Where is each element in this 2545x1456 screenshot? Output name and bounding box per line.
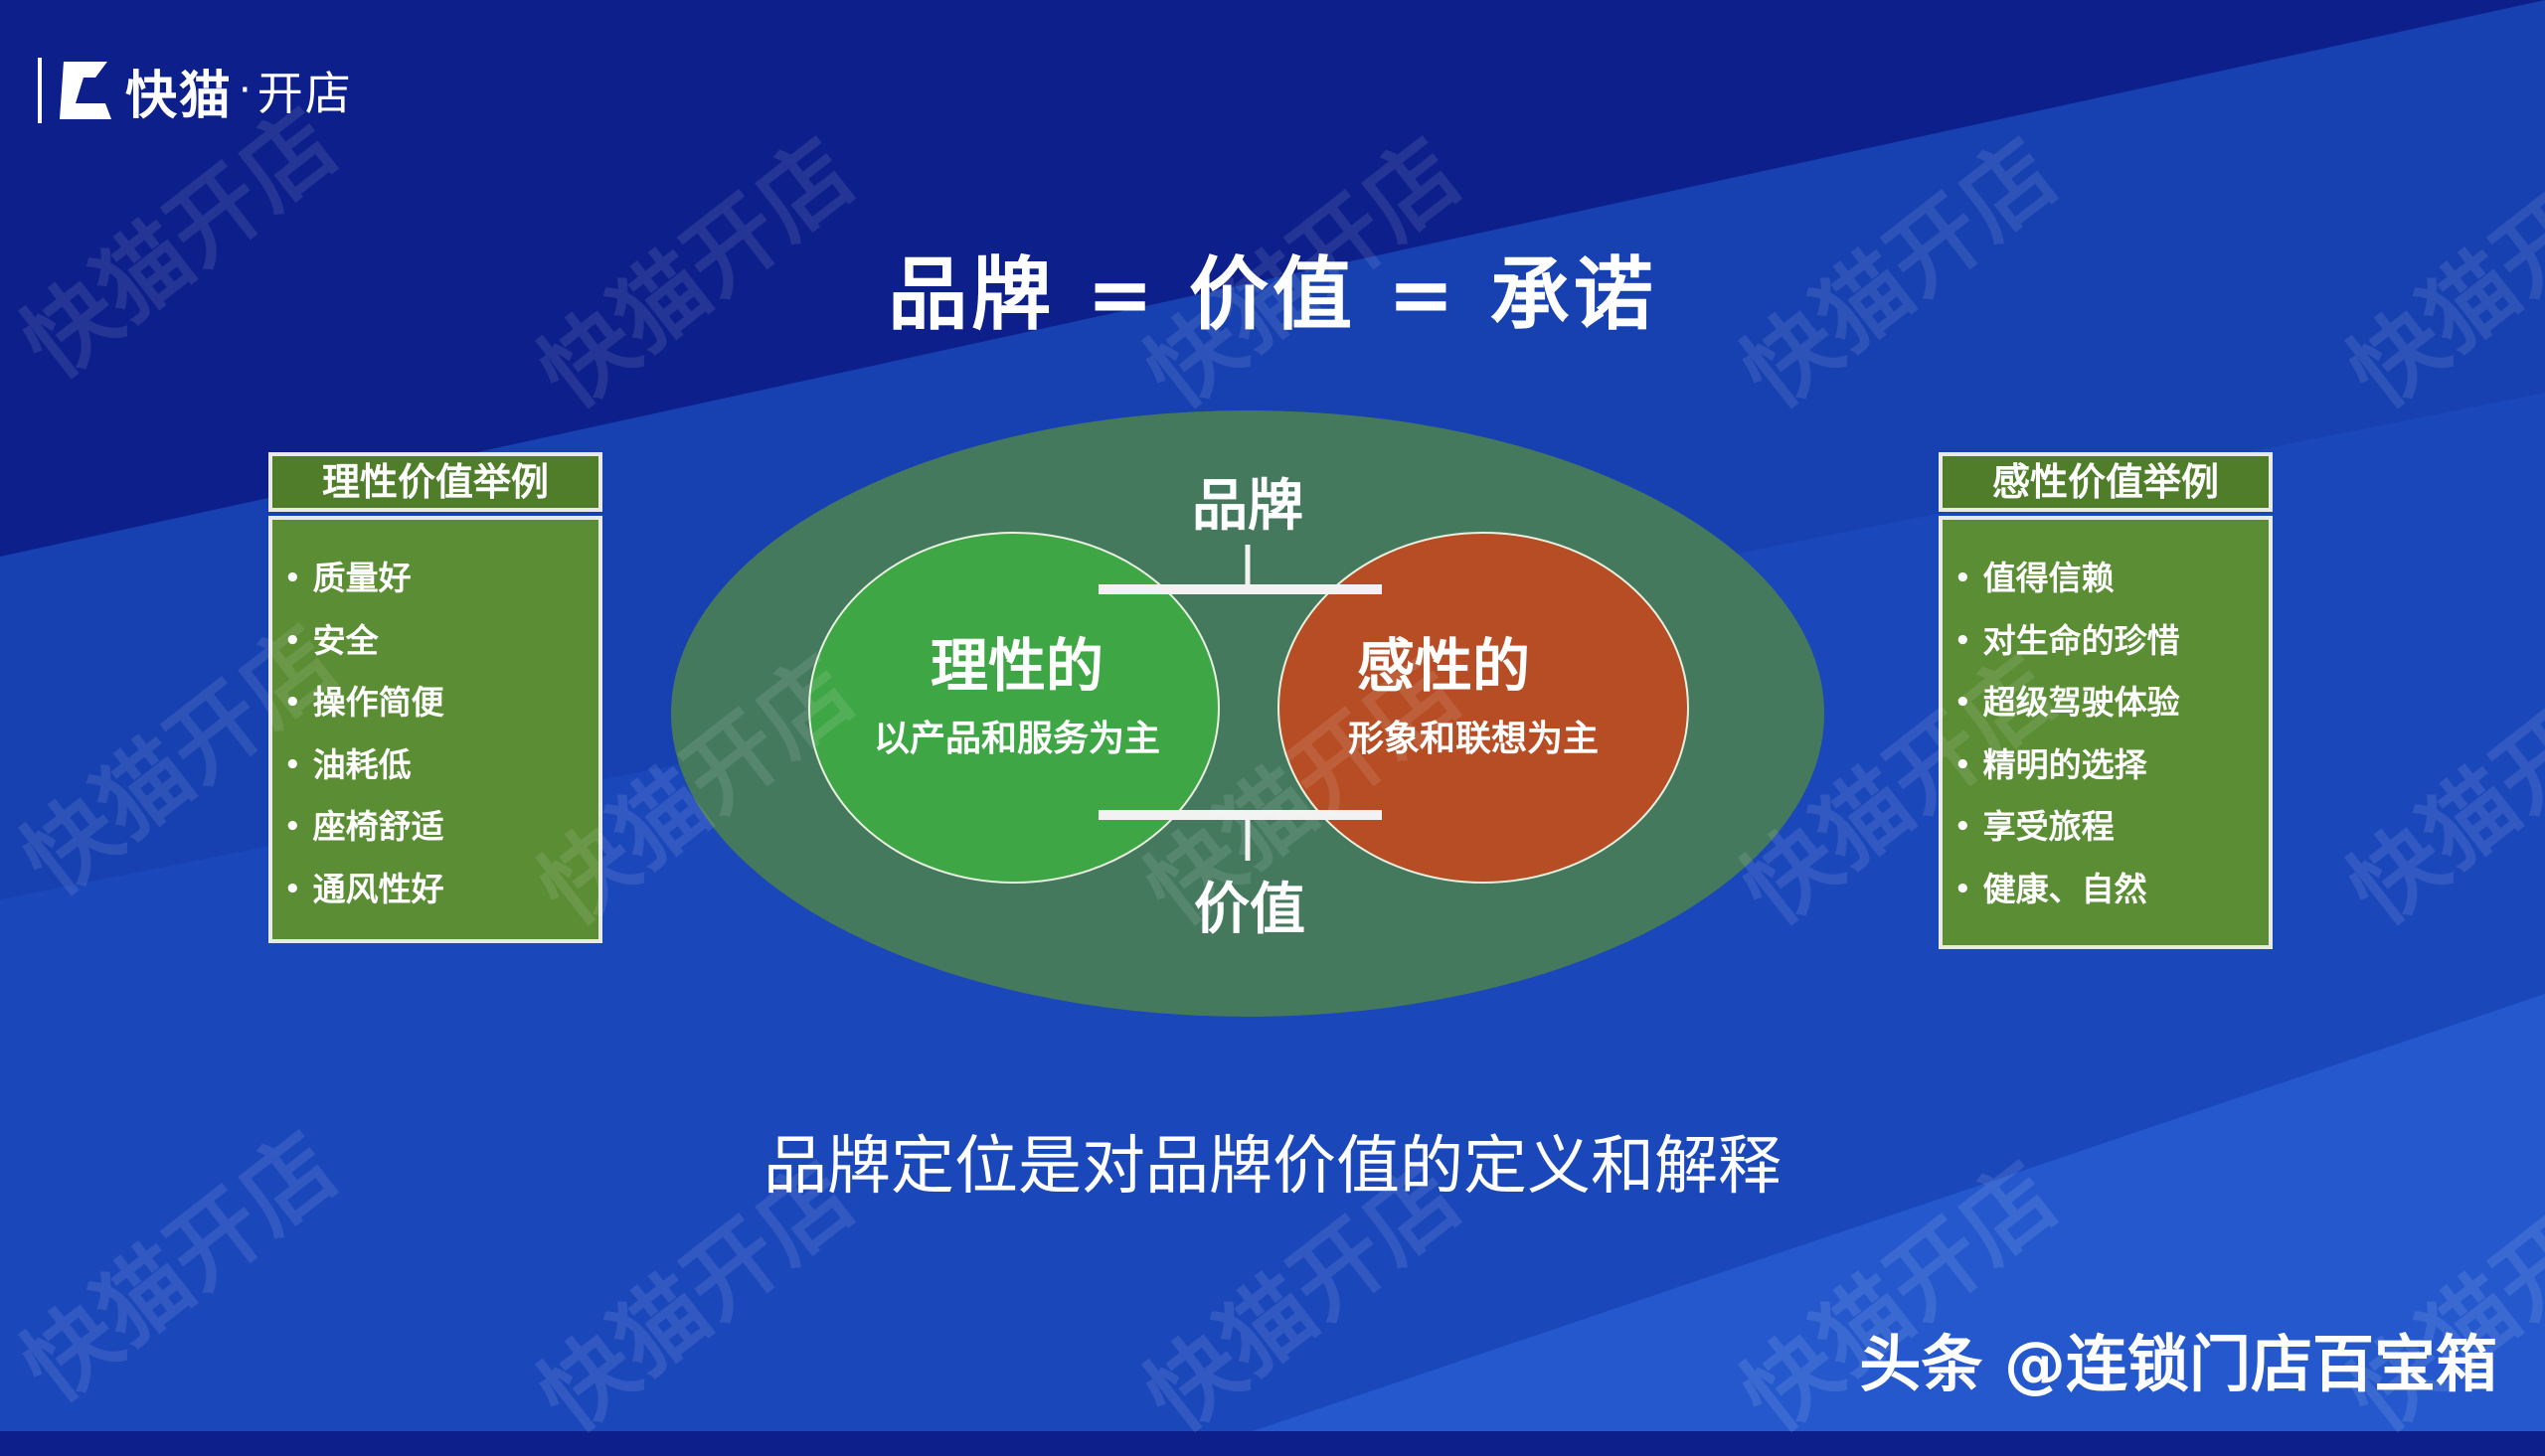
list-item: 油耗低 <box>284 734 598 797</box>
logo-separator: · <box>239 68 252 113</box>
source-credit: 头条 @连锁门店百宝箱 <box>1859 1328 2497 1400</box>
emotional-value-panel: 感性价值举例 值得信赖 对生命的珍惜 超级驾驶体验 精明的选择 享受旅程 健康、… <box>1939 452 2273 949</box>
rational-value-panel: 理性价值举例 质量好 安全 操作简便 油耗低 座椅舒适 通风性好 <box>268 452 602 943</box>
emotional-subtitle: 形象和联想为主 <box>1348 719 1599 759</box>
kuaimao-logo-icon <box>60 62 111 119</box>
list-item: 精明的选择 <box>1954 734 2269 797</box>
logo-divider <box>38 58 42 123</box>
emotional-panel-body: 值得信赖 对生命的珍惜 超级驾驶体验 精明的选择 享受旅程 健康、自然 <box>1939 516 2273 949</box>
slide-caption: 品牌定位是对品牌价值的定义和解释 <box>764 1130 1782 1204</box>
emotional-circle <box>1277 532 1689 884</box>
logo-brand-text: 快猫 <box>125 66 234 126</box>
list-item: 对生命的珍惜 <box>1954 610 2269 673</box>
list-item: 座椅舒适 <box>284 796 598 859</box>
list-item: 享受旅程 <box>1954 796 2269 859</box>
rational-title: 理性的 <box>931 632 1103 700</box>
value-label: 价值 <box>1194 878 1305 942</box>
rational-panel-body: 质量好 安全 操作简便 油耗低 座椅舒适 通风性好 <box>268 516 602 943</box>
list-item: 通风性好 <box>284 859 598 921</box>
list-item: 超级驾驶体验 <box>1954 672 2269 734</box>
brand-logo: 快猫 · 开店 <box>38 56 353 126</box>
rational-panel-header: 理性价值举例 <box>268 452 602 512</box>
emotional-value-list: 值得信赖 对生命的珍惜 超级驾驶体验 精明的选择 享受旅程 健康、自然 <box>1954 548 2269 920</box>
list-item: 操作简便 <box>284 672 598 734</box>
page-title: 品牌 = 价值 = 承诺 <box>888 248 1657 341</box>
logo-sub-text: 开店 <box>256 67 353 120</box>
list-item: 健康、自然 <box>1954 859 2269 921</box>
rational-circle <box>808 532 1220 884</box>
rational-subtitle: 以产品和服务为主 <box>874 719 1160 759</box>
emotional-panel-header: 感性价值举例 <box>1939 452 2273 512</box>
brand-label: 品牌 <box>1192 474 1303 539</box>
list-item: 安全 <box>284 610 598 673</box>
list-item: 质量好 <box>284 548 598 610</box>
list-item: 值得信赖 <box>1954 548 2269 610</box>
rational-value-list: 质量好 安全 操作简便 油耗低 座椅舒适 通风性好 <box>284 548 598 920</box>
emotional-title: 感性的 <box>1357 632 1530 700</box>
